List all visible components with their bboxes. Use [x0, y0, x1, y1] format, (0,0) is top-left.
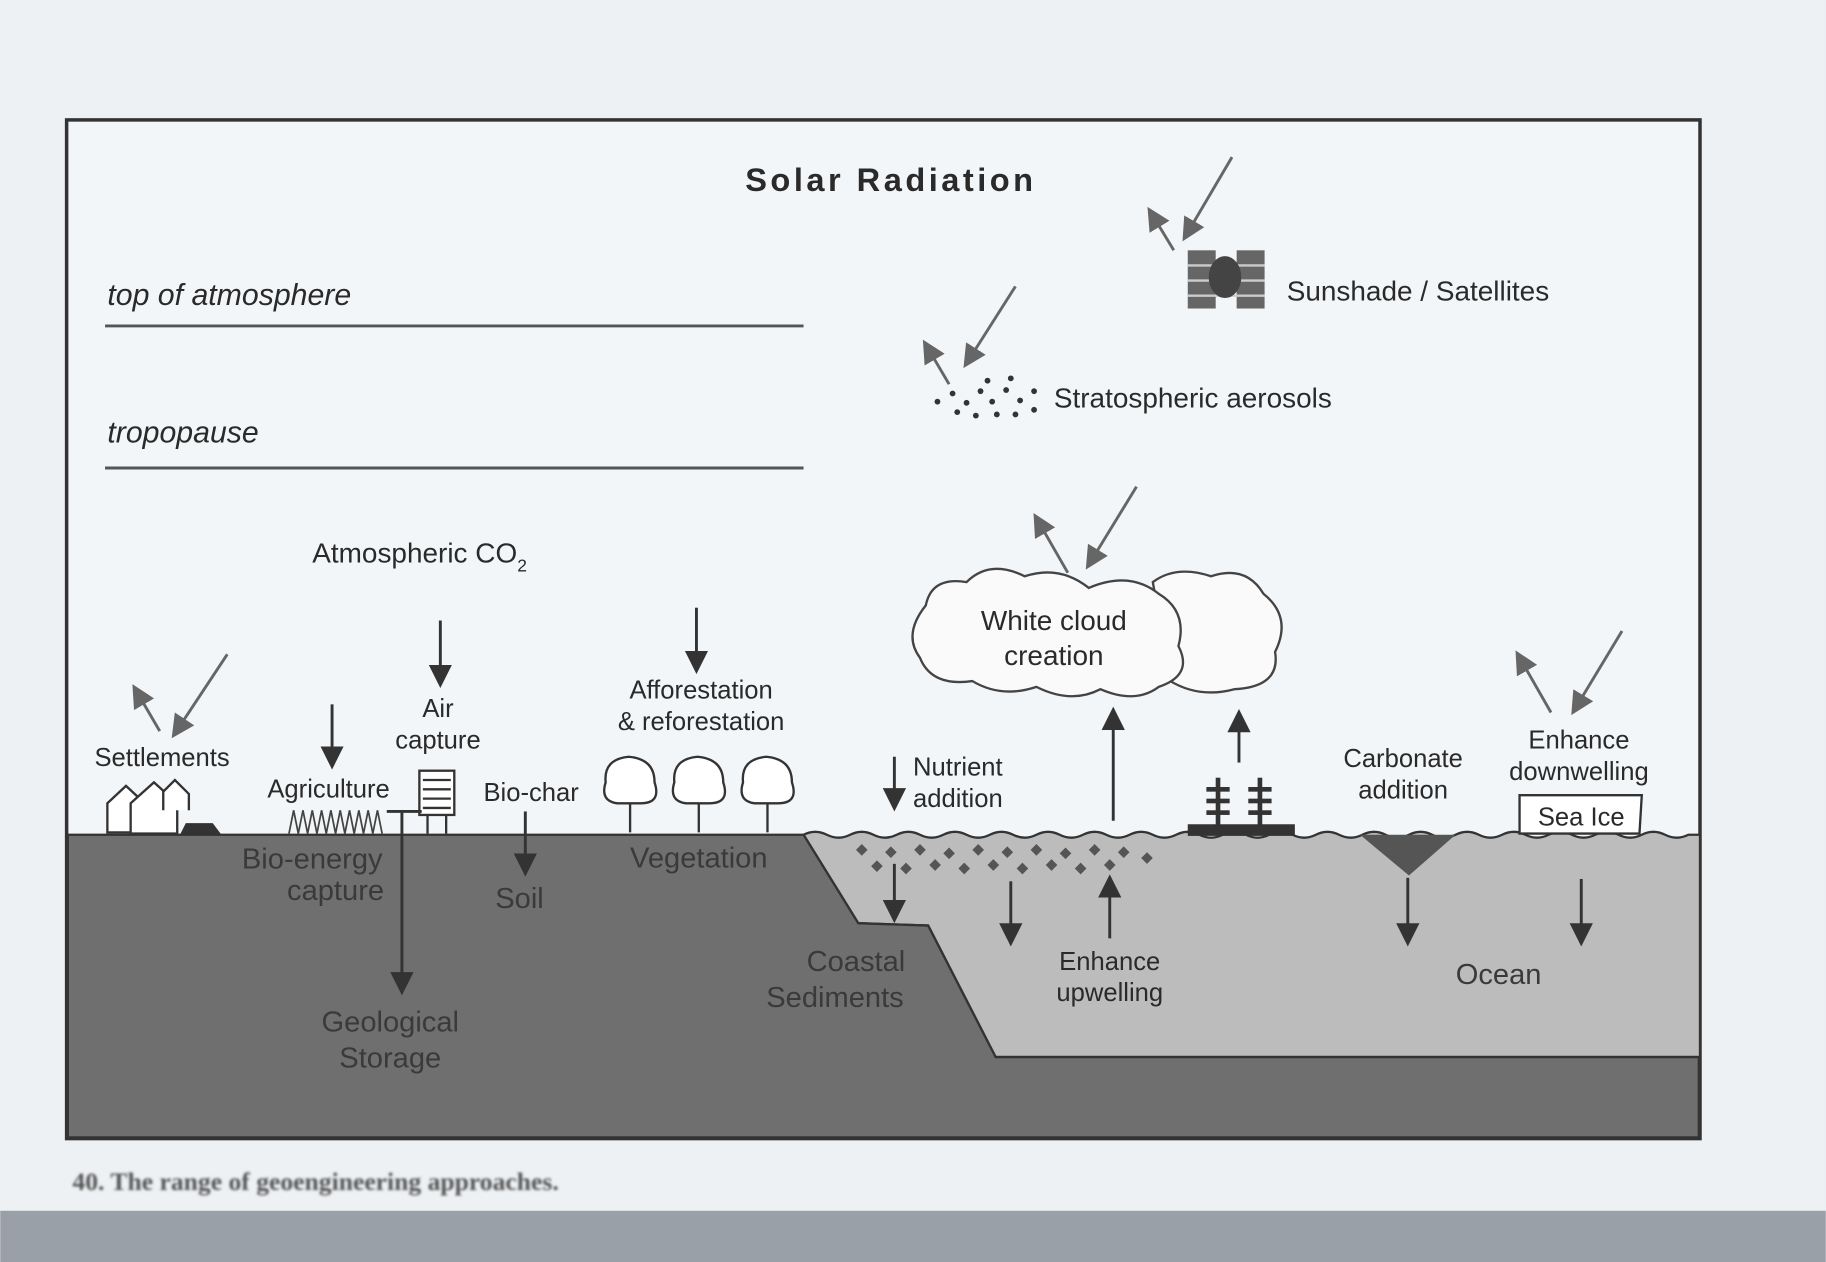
- label-sunshade: Sunshade / Satellites: [1287, 275, 1549, 306]
- label-soil: Soil: [495, 883, 544, 915]
- label-air-capture-line1: Air: [422, 695, 454, 723]
- label-downwelling-line1: Enhance: [1528, 727, 1629, 755]
- reflected-arrow: [922, 339, 951, 385]
- label-upwelling-line1: Enhance: [1059, 948, 1160, 976]
- incoming-arrow: [1571, 630, 1624, 716]
- layer-tropopause: tropopause: [107, 416, 258, 449]
- label-bioenergy-line2: capture: [287, 875, 384, 907]
- label-coastal-line1: Coastal: [807, 946, 906, 978]
- label-afforestation-line1: Afforestation: [629, 677, 772, 705]
- label-nutrient-line2: addition: [913, 785, 1003, 813]
- incoming-arrow: [1182, 156, 1234, 242]
- label-upwelling-line2: upwelling: [1056, 979, 1163, 1007]
- plankton-icon: [855, 844, 1153, 875]
- label-vegetation: Vegetation: [630, 842, 768, 874]
- label-agriculture: Agriculture: [267, 775, 389, 803]
- figure-caption: 40. The range of geoengineering approach…: [72, 1167, 558, 1196]
- label-nutrient-line1: Nutrient: [913, 753, 1003, 781]
- carbonate-dots-icon: [1360, 834, 1456, 876]
- label-air-capture-line2: capture: [395, 727, 480, 755]
- label-downwelling-line2: downwelling: [1509, 758, 1649, 786]
- reflected-arrow: [1147, 206, 1176, 252]
- label-bioenergy-line1: Bio-energy: [242, 843, 383, 875]
- label-cloud-line2: creation: [1004, 640, 1103, 671]
- ship-icon: [1187, 777, 1295, 836]
- label-coastal-line2: Sediments: [766, 982, 903, 1014]
- label-afforestation-line2: & reforestation: [618, 708, 785, 736]
- page-edge-shadow: [0, 1210, 1826, 1262]
- diagram-title: Solar Radiation: [745, 161, 1036, 198]
- incoming-arrow: [963, 285, 1017, 369]
- incoming-arrow: [171, 653, 229, 739]
- reflected-arrow: [132, 684, 162, 732]
- ground: [66, 833, 1701, 1139]
- label-sea-ice: Sea Ice: [1538, 803, 1625, 831]
- aerosol-dots-icon: [934, 375, 1037, 419]
- reflected-arrow: [1515, 650, 1553, 714]
- label-geological-line2: Storage: [339, 1043, 441, 1075]
- incoming-arrow: [1085, 485, 1138, 570]
- label-settlements: Settlements: [94, 744, 229, 772]
- label-carbonate-line1: Carbonate: [1343, 745, 1463, 773]
- sea-ice-icon: [1518, 793, 1644, 835]
- label-ocean: Ocean: [1456, 959, 1542, 991]
- houses-icon: [106, 778, 222, 835]
- trees-icon: [603, 755, 795, 833]
- cloud-icon: [911, 567, 1283, 698]
- label-biochar: Bio-char: [483, 779, 579, 807]
- label-geological-line1: Geological: [322, 1006, 459, 1038]
- reflected-arrow: [1033, 513, 1070, 574]
- crops-icon: [288, 810, 383, 834]
- label-cloud-line1: White cloud: [981, 605, 1127, 636]
- layer-top-of-atmosphere: top of atmosphere: [107, 279, 351, 312]
- label-aerosols: Stratospheric aerosols: [1054, 382, 1332, 413]
- label-carbonate-line2: addition: [1358, 777, 1448, 805]
- label-atmospheric-co2: Atmospheric CO2: [312, 537, 527, 575]
- air-capture-unit-icon: [418, 769, 456, 834]
- satellite-icon: [1187, 250, 1265, 309]
